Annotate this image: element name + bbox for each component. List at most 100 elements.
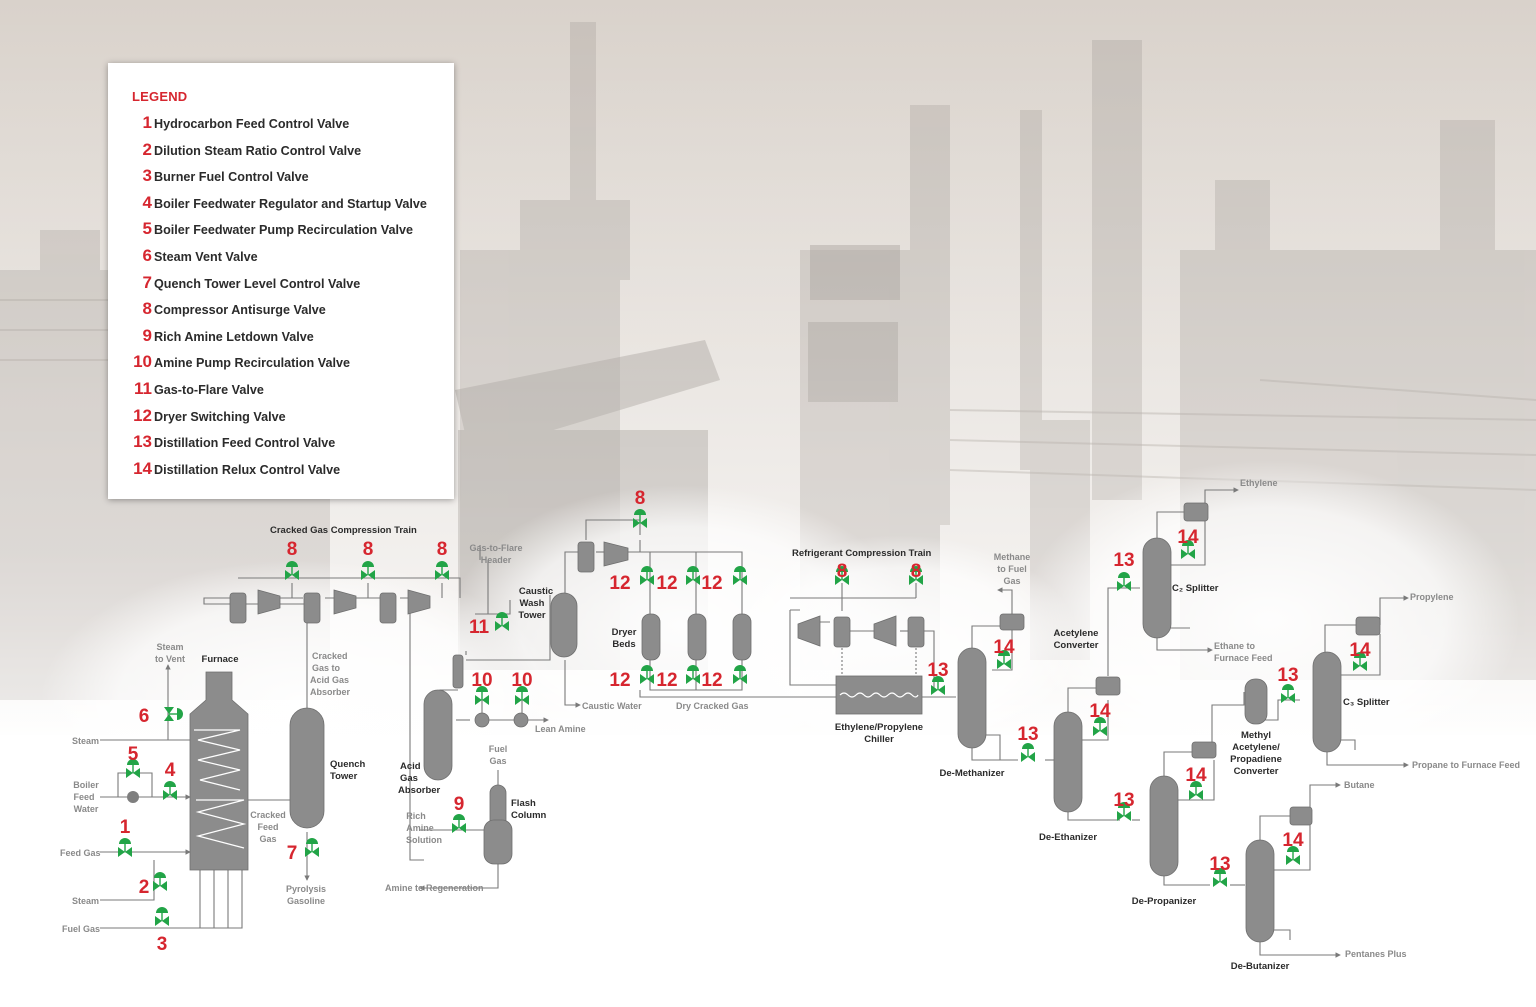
valve-number: 8 [635,488,646,509]
valve-actuator-icon [1282,684,1294,690]
label-cracked-gas-train: Cracked Gas Compression Train [270,525,417,536]
compressor-2 [333,589,357,615]
legend-item-number: 4 [142,192,152,212]
valve-body-icon [835,575,849,585]
valve-actuator-icon [127,759,139,765]
compressor-3-drum [379,592,397,624]
label-caustic-water: Caustic Water [582,701,642,711]
label-methane-2: to Fuel [997,564,1027,574]
valve-number: 12 [701,670,722,691]
label-gas-to-flare-1: Gas-to-Flare [469,543,522,553]
valve-body-icon [435,570,449,580]
valve-body-icon [1189,790,1203,800]
label-acid-absorber-2: Gas [400,773,418,784]
dryer-bed-1 [641,613,661,661]
label-flash-column-1: Flash [511,798,536,809]
legend-item-number: 2 [142,139,152,159]
legend-item-label: Compressor Antisurge Valve [154,303,326,318]
label-cracked-feed-gas-1: Cracked [250,810,286,820]
label-c3-splitter: C₃ Splitter [1343,697,1390,708]
legend-item-number: 7 [142,272,152,292]
label-mapd-1: Methyl [1241,730,1271,741]
label-pentanes: Pentanes Plus [1345,949,1407,959]
valve-number: 14 [993,637,1015,658]
valve-body-icon [163,790,177,800]
valve-body-icon [1021,752,1035,762]
label-caustic-tower-3: Tower [518,610,546,621]
valve-body-icon [633,518,647,528]
control-valve-7: 7 [287,838,319,864]
valve-actuator-icon [1190,781,1202,787]
legend-item-number: 14 [133,458,152,478]
valve-body-icon [164,707,174,721]
label-cracked-to-acid-2: Gas to [312,663,341,673]
ref-drum-2 [907,616,925,648]
valve-actuator-icon [1118,802,1130,808]
c2-splitter [1142,537,1172,639]
legend-item-label: Hydrocarbon Feed Control Valve [154,117,350,131]
acetylene-converter [1095,676,1121,696]
label-butane: Butane [1344,780,1375,790]
label-acetylene-2: Converter [1054,640,1099,651]
legend-item-label: Amine Pump Recirculation Valve [154,356,350,371]
valve-actuator-icon [836,566,848,572]
label-dryer-beds-2: Beds [612,639,635,650]
control-valve-13: 13 [927,660,949,695]
control-valve-3: 3 [155,907,169,955]
label-deethanizer: De-Ethanizer [1039,832,1097,843]
valve-actuator-icon [1182,540,1194,546]
legend-item-label: Dilution Steam Ratio Control Valve [154,143,362,158]
valve-number: 1 [120,817,131,838]
compressor-4 [603,541,629,567]
valve-actuator-icon [496,612,508,618]
valve-actuator-icon [286,561,298,567]
control-valve-14: 14 [1282,830,1304,865]
valve-body-icon [1093,726,1107,736]
control-valve-13: 13 [1277,665,1299,703]
label-bfw-3: Water [74,804,99,814]
label-debutanizer: De-Butanizer [1231,961,1290,972]
label-propylene: Propylene [1410,592,1454,602]
valve-body-icon [126,768,140,778]
valve-actuator-icon [641,665,653,671]
depropanizer-drum [1191,741,1217,759]
compressor-1-drum [229,592,247,624]
control-valve-4: 4 [163,760,177,800]
valve-actuator-icon [641,566,653,572]
control-valve-1: 1 [118,817,132,857]
label-chiller-1: Ethylene/Propylene [835,722,923,733]
control-valve-13: 13 [1113,550,1135,591]
legend-item-label: Dryer Switching Valve [154,409,286,424]
valve-number: 12 [656,573,677,594]
label-cracked-to-acid-4: Absorber [310,687,351,697]
chiller [835,675,923,715]
label-acetylene-1: Acetylene [1054,628,1099,639]
valve-body-icon [452,823,466,833]
valve-number: 14 [1185,765,1207,786]
legend-item-label: Gas-to-Flare Valve [154,383,264,397]
de-methanizer [957,647,987,749]
mapd-converter [1244,678,1268,725]
valve-actuator-icon [687,566,699,572]
label-dry-cracked-gas: Dry Cracked Gas [676,701,749,711]
valve-actuator-icon [1094,717,1106,723]
legend-item-label: Distillation Relux Control Valve [154,462,341,477]
furnace-stack [189,671,249,871]
valve-actuator-icon [362,561,374,567]
valve-body-icon [686,575,700,585]
control-valve-14: 14 [993,637,1015,669]
label-acid-absorber-1: Acid [400,761,421,772]
valve-number: 12 [609,573,630,594]
valve-body-icon [153,881,167,891]
control-valve-9: 9 [452,794,466,833]
valve-actuator-icon [734,566,746,572]
